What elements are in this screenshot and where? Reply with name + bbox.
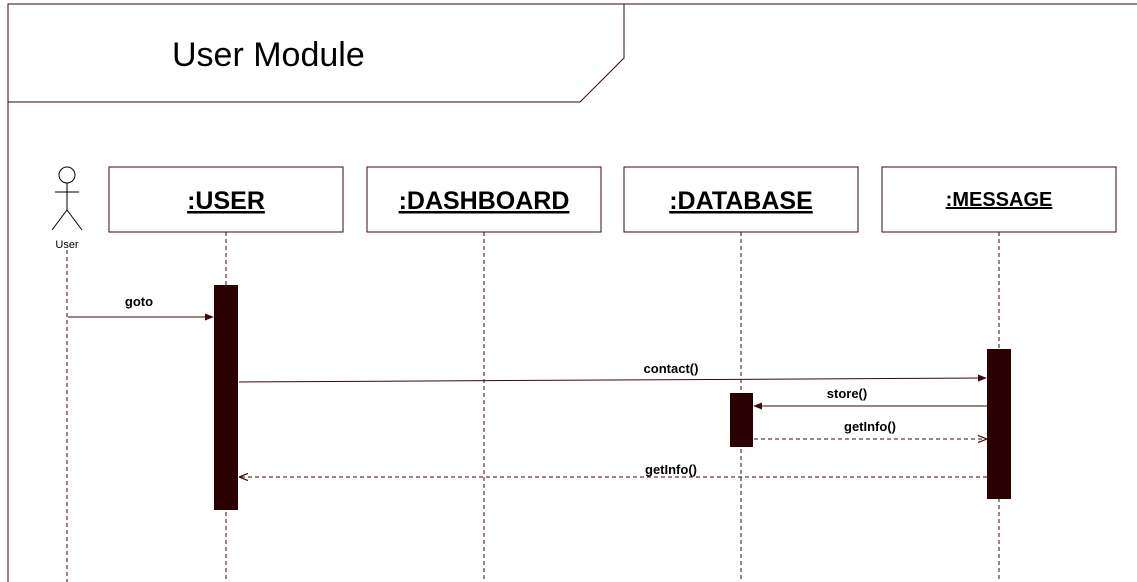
lifeline-dashboard-box: :DASHBOARD bbox=[366, 166, 602, 233]
message-goto: goto bbox=[68, 294, 214, 321]
actor-label: User bbox=[55, 239, 79, 251]
frame-border bbox=[7, 3, 1137, 582]
message-contact: contact() bbox=[238, 361, 987, 383]
lifeline-database-box: :DATABASE bbox=[623, 166, 859, 233]
message-getinfo-return-2: getInfo() bbox=[240, 462, 987, 477]
message-store-label: store() bbox=[827, 386, 867, 401]
lifeline-database-label: :DATABASE bbox=[669, 187, 813, 215]
message-store: store() bbox=[753, 386, 987, 410]
lifeline-message-label: :MESSAGE bbox=[946, 189, 1053, 211]
actor-stick-figure-icon bbox=[51, 166, 83, 231]
database-activation-bar bbox=[730, 393, 753, 447]
lifeline-user-box: :USER bbox=[108, 166, 344, 233]
lifeline-user-label: :USER bbox=[187, 187, 265, 215]
message-activation-bar bbox=[987, 349, 1011, 499]
lifeline-dashboard-label: :DASHBOARD bbox=[399, 187, 570, 215]
frame-title: User Module bbox=[172, 36, 365, 74]
message-contact-label: contact() bbox=[644, 361, 699, 376]
lifeline-message-box: :MESSAGE bbox=[881, 166, 1117, 233]
user-activation-bar bbox=[214, 285, 238, 510]
message-getinfo-label-1: getInfo() bbox=[844, 419, 896, 434]
frame-title-tab bbox=[8, 4, 625, 103]
message-getinfo-label-2: getInfo() bbox=[645, 462, 697, 477]
lifelines bbox=[66, 232, 1000, 582]
message-getinfo-return-1: getInfo() bbox=[754, 419, 986, 439]
message-goto-label: goto bbox=[125, 294, 153, 309]
